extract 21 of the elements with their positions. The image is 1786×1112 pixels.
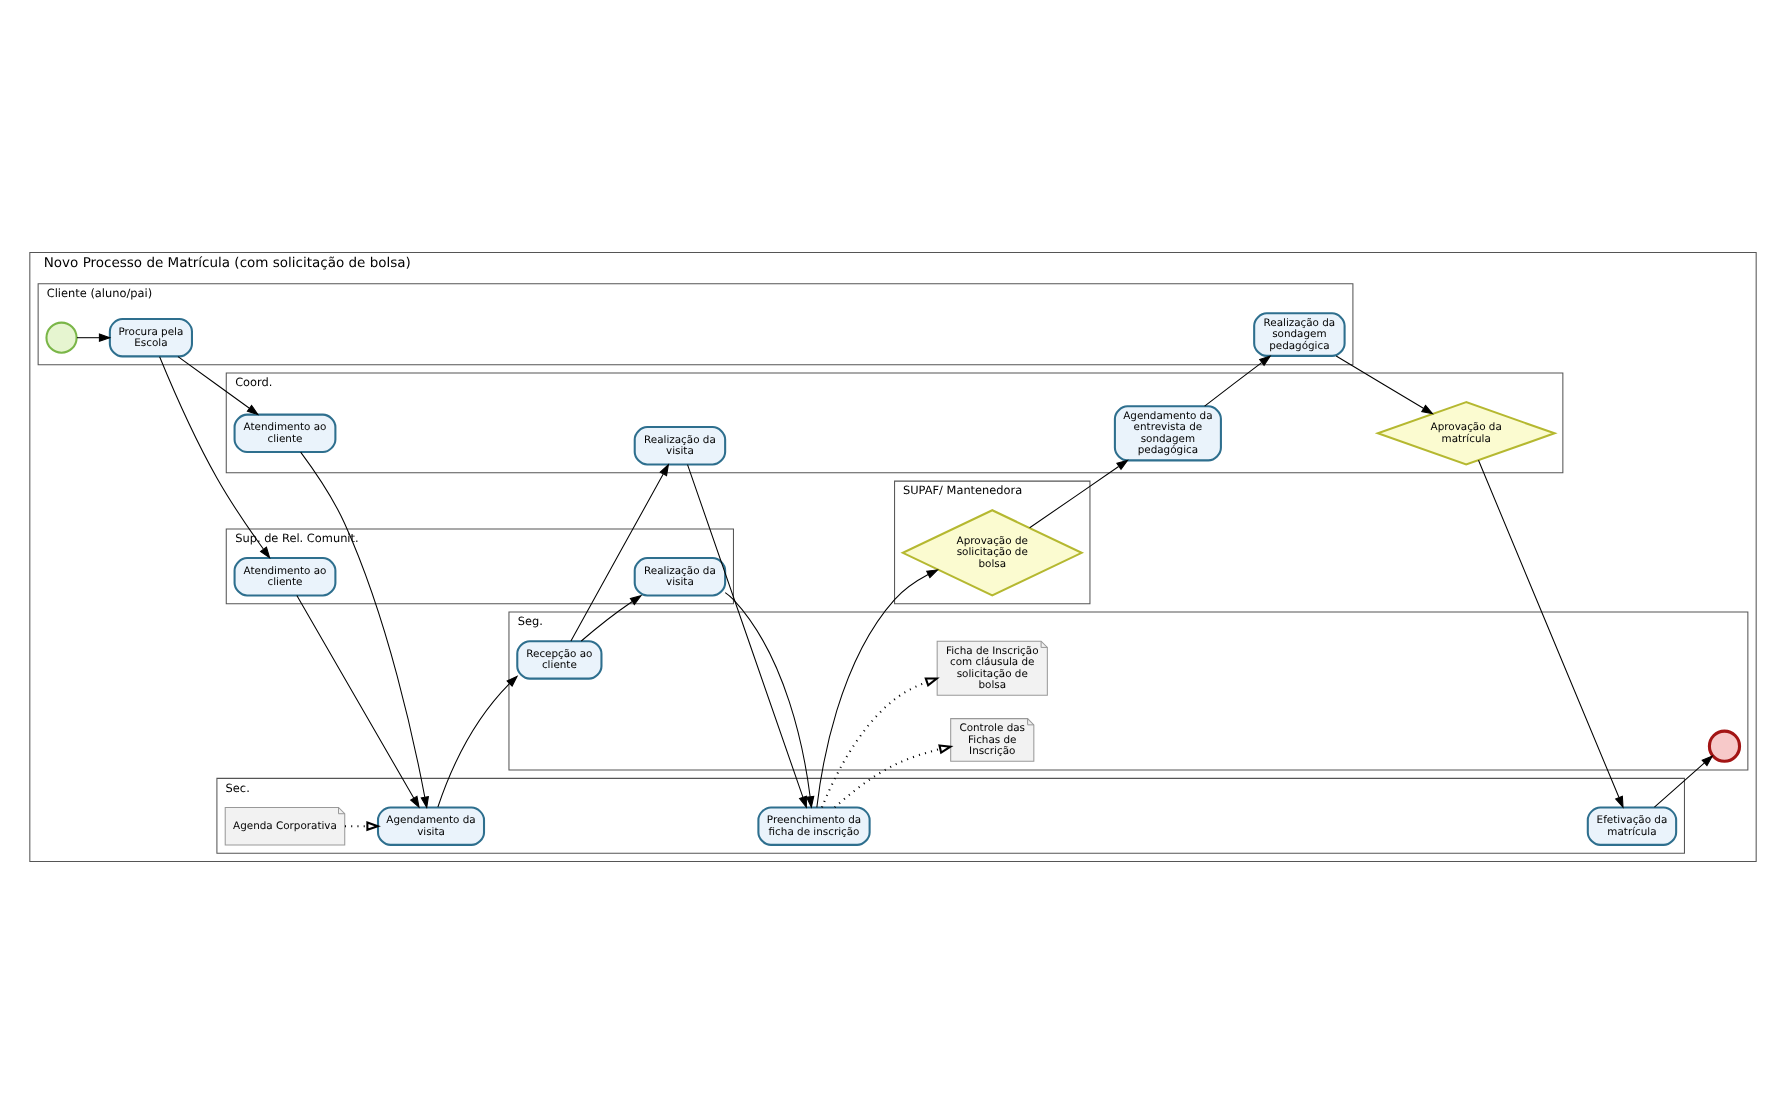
arrow xyxy=(437,674,519,807)
arrow xyxy=(177,355,260,415)
arrow xyxy=(580,593,643,641)
arrow xyxy=(1204,354,1272,406)
arrow xyxy=(724,591,815,808)
arrow xyxy=(296,594,420,808)
arrow xyxy=(1477,458,1624,808)
arrow xyxy=(159,355,271,558)
arrow xyxy=(1653,753,1714,807)
arrow xyxy=(687,463,807,808)
node-circle xyxy=(45,320,78,353)
arrow xyxy=(345,820,381,831)
arrow xyxy=(570,462,670,641)
arrow xyxy=(816,568,939,807)
arrow xyxy=(821,676,940,807)
node-circle xyxy=(1707,728,1742,762)
arrow xyxy=(1029,458,1129,528)
arrow xyxy=(300,450,430,808)
arrow xyxy=(1335,354,1434,414)
arrow xyxy=(76,332,112,342)
arrow xyxy=(834,743,954,808)
